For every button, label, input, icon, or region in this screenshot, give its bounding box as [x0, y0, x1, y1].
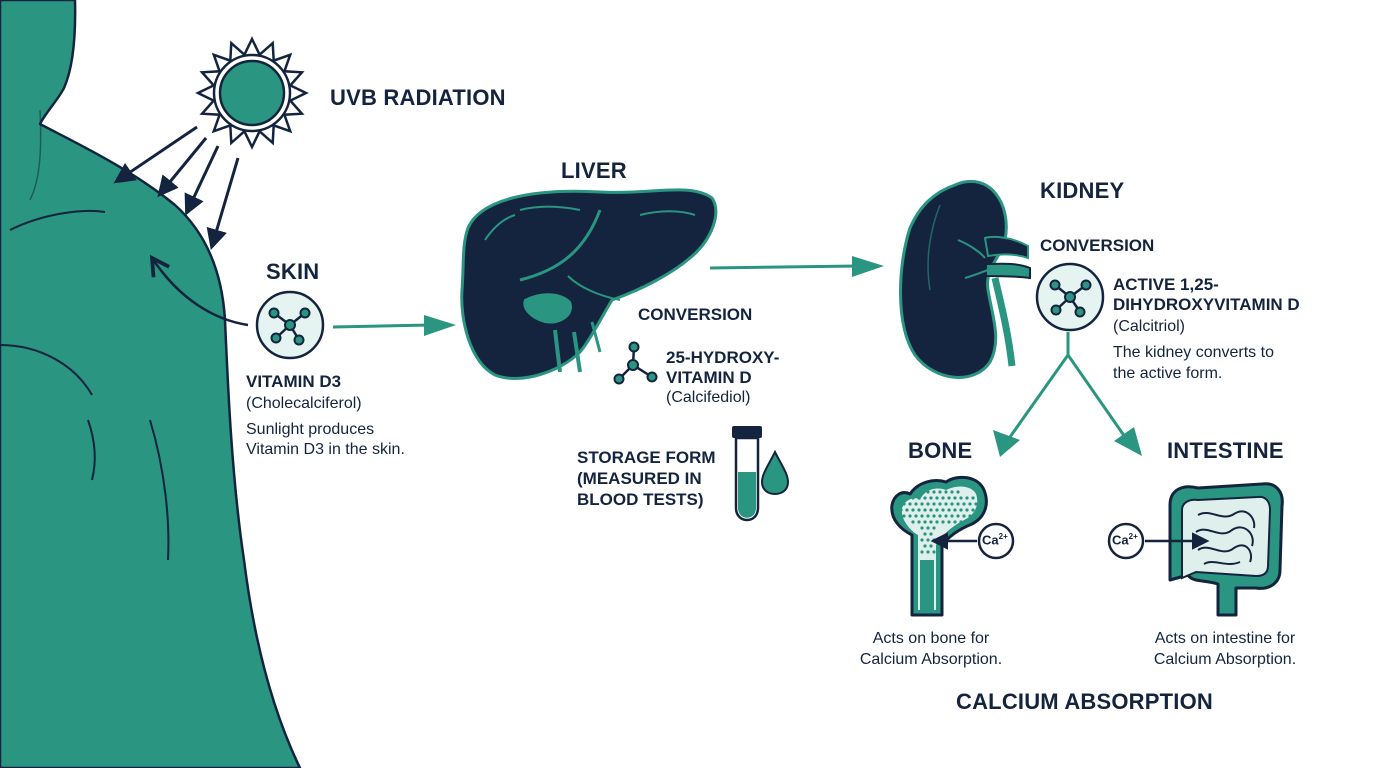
- calcitriol-name-line1: ACTIVE 1,25-: [1113, 275, 1219, 294]
- intestine-icon: [1107, 482, 1284, 617]
- bone-caption-line2: Calcium Absorption.: [859, 651, 1003, 668]
- intestine-title: INTESTINE: [1167, 438, 1284, 463]
- calcitriol-name-line2: DIHYDROXYVITAMIN D: [1113, 295, 1300, 314]
- liver-conversion-label: CONVERSION: [638, 305, 753, 324]
- bone-calcium-ion: Ca2+: [982, 532, 1008, 548]
- arrow-liver-to-kidney: [709, 256, 884, 277]
- split-arrows: [993, 332, 1142, 457]
- kidney-desc-line1: The kidney converts to: [1113, 344, 1274, 361]
- calcifediol-name-line1: 25-HYDROXY-: [666, 348, 780, 367]
- sun-icon: [195, 36, 309, 150]
- uvb-radiation-label: UVB RADIATION: [330, 85, 506, 110]
- kidney-conversion-label: CONVERSION: [1040, 236, 1155, 255]
- calcifediol-name-line2: VITAMIN D: [666, 368, 752, 387]
- arrow-skin-to-liver: [332, 315, 456, 336]
- calcitriol-label: (Calcitriol): [1113, 318, 1185, 335]
- intestine-calcium-ion: Ca2+: [1112, 532, 1138, 548]
- calcifediol-label: (Calcifediol): [666, 389, 751, 406]
- liver-title: LIVER: [561, 158, 627, 183]
- liver-molecule-icon: [613, 341, 658, 385]
- storage-form-line3: BLOOD TESTS): [577, 490, 704, 509]
- skin-desc-line2: Vitamin D3 in the skin.: [246, 441, 405, 458]
- skin-return-arrow: [152, 258, 249, 327]
- liver-icon: [460, 188, 718, 380]
- vitamin-d3-label: VITAMIN D3: [246, 372, 342, 391]
- blood-test-tube-icon: [732, 426, 790, 522]
- kidney-icon: [899, 179, 1031, 379]
- uvb-ray-arrows: [113, 125, 240, 251]
- storage-form-line1: STORAGE FORM: [577, 448, 716, 467]
- kidney-title: KIDNEY: [1040, 178, 1125, 203]
- bone-title: BONE: [908, 438, 973, 463]
- intestine-caption-line2: Calcium Absorption.: [1153, 651, 1297, 668]
- intestine-caption-line1: Acts on intestine for: [1154, 630, 1296, 647]
- cholecalciferol-label: (Cholecalciferol): [246, 395, 362, 412]
- bone-icon: [890, 475, 1015, 617]
- kidney-molecule-icon: [1035, 262, 1105, 332]
- skin-title: SKIN: [266, 259, 320, 284]
- skin-desc-line1: Sunlight produces: [246, 421, 375, 438]
- bone-caption-line1: Acts on bone for: [872, 630, 990, 647]
- calcium-absorption-footer: CALCIUM ABSORPTION: [956, 689, 1213, 714]
- skin-molecule-icon: [255, 290, 325, 360]
- storage-form-line2: (MEASURED IN: [577, 469, 702, 488]
- kidney-desc-line2: the active form.: [1113, 365, 1223, 382]
